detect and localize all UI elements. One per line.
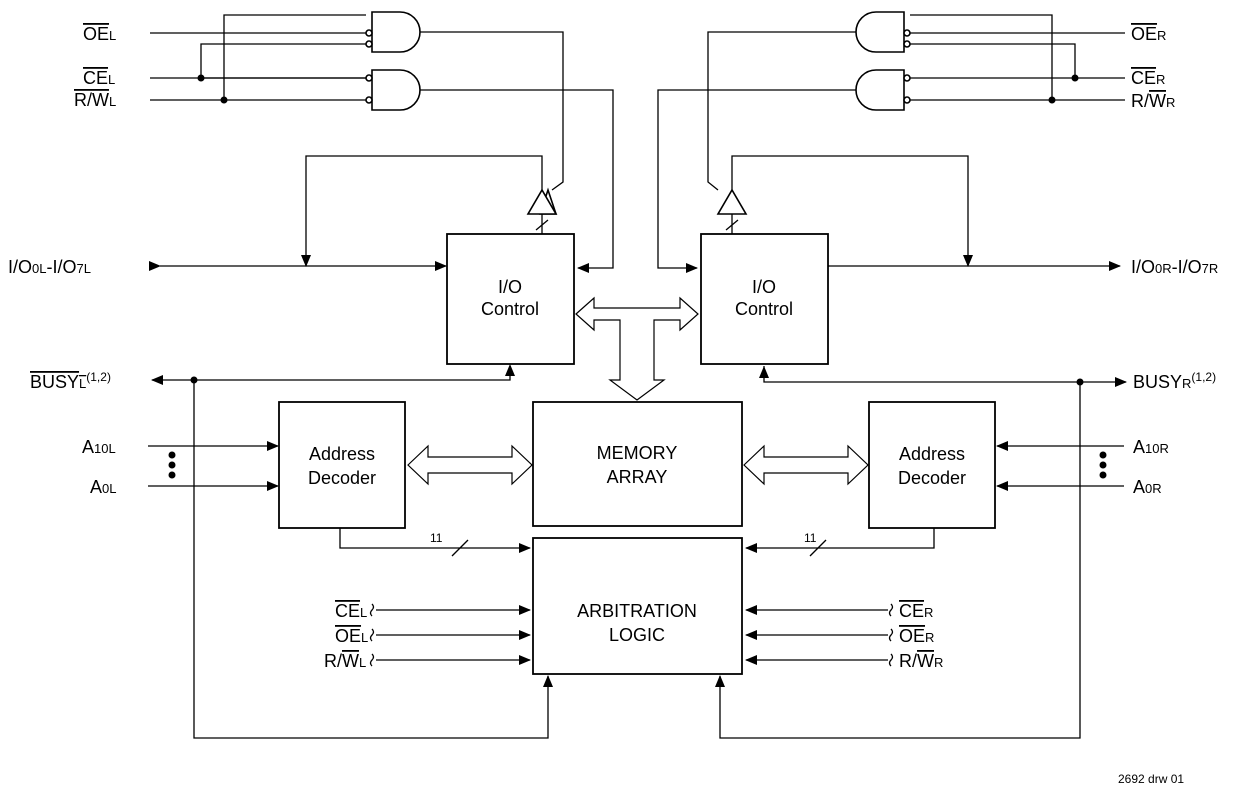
left-a10-label: A10L — [82, 437, 116, 457]
left-io-bus: I/O0L-I/O7L — [8, 257, 447, 277]
left-ce-label: CEL — [83, 68, 115, 88]
block-label: I/O — [498, 277, 522, 297]
right-a0-label: A0R — [1133, 477, 1162, 497]
and-gate-right-2 — [855, 69, 905, 111]
junction-dot — [220, 96, 228, 104]
junction-dot — [1071, 74, 1079, 82]
block-label: ARRAY — [607, 467, 668, 487]
inverter-bubble — [903, 74, 911, 82]
block-label: Decoder — [898, 468, 966, 488]
left-address-bus-arrow — [407, 444, 533, 486]
left-tristate-buffer — [301, 155, 558, 267]
inverter-bubble — [365, 74, 373, 82]
inverter-bubble — [365, 96, 373, 104]
right-io-bus: I/O0R-I/O7R — [819, 257, 1218, 277]
right-control-logic: OER CER R/WR — [657, 11, 1175, 273]
left-arb-oe-label: OEL — [335, 626, 368, 646]
inverter-bubble — [365, 40, 373, 48]
junction-dot — [1048, 96, 1056, 104]
left-address-inputs: A10L A0L — [82, 437, 279, 497]
left-address-decoder-block: Address Decoder — [278, 401, 406, 529]
left-a0-label: A0L — [90, 477, 116, 497]
right-tristate-buffer — [716, 155, 973, 267]
and-gate-left-2 — [371, 69, 421, 111]
left-oe-label: OEL — [83, 24, 116, 44]
block-label: Control — [735, 299, 793, 319]
inverter-bubble — [365, 29, 373, 37]
block-label: Address — [899, 444, 965, 464]
right-a10-label: A10R — [1133, 437, 1169, 457]
and-gate-left-1 — [371, 11, 421, 53]
right-address-bus-arrow — [743, 444, 869, 486]
inverter-bubble — [903, 40, 911, 48]
and-gate-right-1 — [855, 11, 905, 53]
block-label: LOGIC — [609, 625, 665, 645]
right-busy-label: BUSYR(1,2) — [1133, 370, 1216, 392]
block-label: Control — [481, 299, 539, 319]
right-arbitration-inputs: CER OER R/WR — [745, 601, 943, 671]
right-io-label: I/O0R-I/O7R — [1131, 257, 1218, 277]
left-rw-label: R/WL — [74, 90, 116, 110]
inverter-bubble — [903, 96, 911, 104]
bus-width-label: 11 — [430, 531, 443, 545]
block-label: MEMORY — [597, 443, 678, 463]
left-io-control-block: I/O Control — [446, 233, 575, 365]
memory-array-block: MEMORY ARRAY — [532, 401, 743, 527]
left-arb-rw-label: R/WL — [324, 651, 366, 671]
right-io-control-block: I/O Control — [700, 233, 829, 365]
bus-width-label: 11 — [804, 531, 817, 545]
left-io-label: I/O0L-I/O7L — [8, 257, 91, 277]
right-busy: BUSYR(1,2) — [715, 366, 1216, 739]
right-oe-label: OER — [1131, 24, 1166, 44]
right-arb-ce-label: CER — [899, 601, 933, 621]
data-bus-arrow — [575, 296, 699, 401]
right-address-inputs: A10R A0R — [996, 437, 1169, 497]
arbitration-logic-block: ARBITRATION LOGIC — [532, 537, 743, 675]
address-to-arbitration-lines: 11 11 — [339, 528, 935, 557]
left-arb-ce-label: CEL — [335, 601, 367, 621]
right-rw-label: R/WR — [1131, 91, 1175, 111]
inverter-bubble — [903, 29, 911, 37]
junction-dot — [197, 74, 205, 82]
left-busy: BUSYL(1,2) — [30, 364, 553, 739]
block-label: Address — [309, 444, 375, 464]
right-arb-rw-label: R/WR — [899, 651, 943, 671]
left-control-logic: OEL CEL R/WL — [74, 11, 614, 273]
block-label: I/O — [752, 277, 776, 297]
block-label: ARBITRATION — [577, 601, 697, 621]
right-ce-label: CER — [1131, 68, 1165, 88]
figure-id: 2692 drw 01 — [1118, 772, 1184, 786]
left-busy-label: BUSYL(1,2) — [30, 370, 111, 392]
left-arbitration-inputs: CEL OEL R/WL — [324, 601, 531, 671]
block-label: Decoder — [308, 468, 376, 488]
right-arb-oe-label: OER — [899, 626, 934, 646]
right-address-decoder-block: Address Decoder — [868, 401, 996, 529]
